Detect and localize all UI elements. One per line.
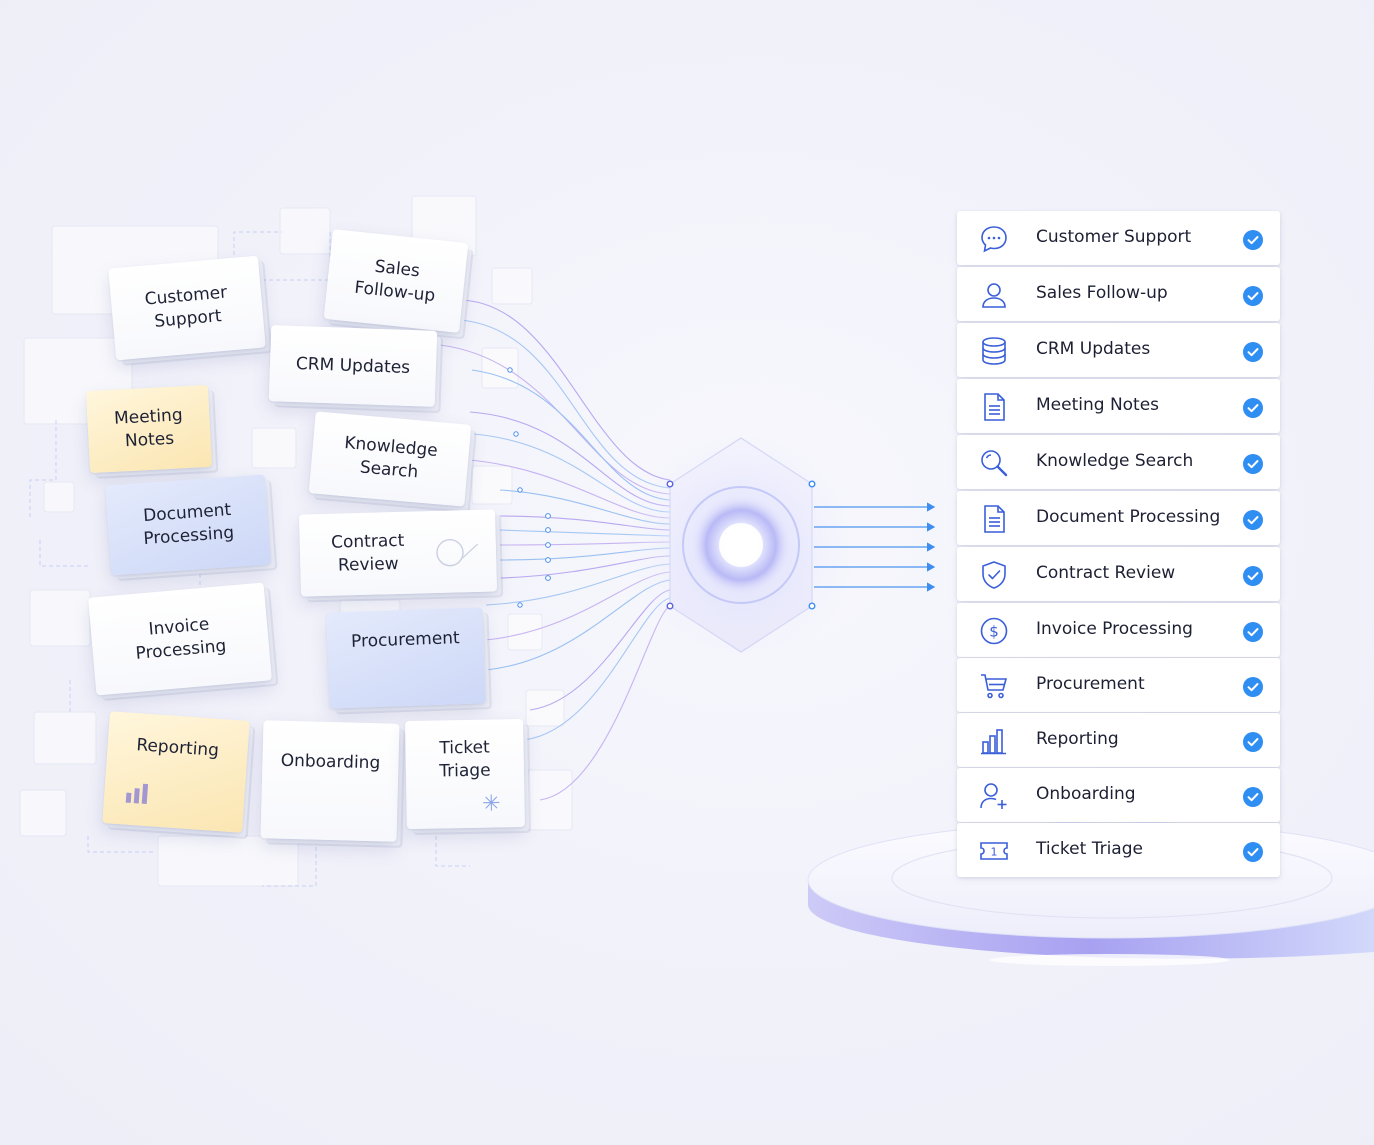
- input-card-label: Meeting Notes: [113, 405, 184, 452]
- list-item-label: Invoice Processing: [1036, 619, 1193, 639]
- bar-chart-decoration-icon: [125, 783, 149, 805]
- input-card-label: Document Processing: [142, 499, 235, 550]
- input-card-label: Ticket Triage: [439, 737, 491, 782]
- bar-chart-icon: [981, 729, 1006, 755]
- check-circle-icon: [1243, 510, 1263, 530]
- input-card-label: Customer Support: [143, 282, 228, 332]
- list-item-label: Meeting Notes: [1036, 395, 1160, 415]
- database-icon: [982, 337, 1006, 365]
- person-icon: [982, 283, 1006, 308]
- input-card-crm-updates: CRM Updates: [268, 325, 438, 407]
- input-card-contract-review: Contract Review: [298, 509, 498, 597]
- input-card-document-processing: Document Processing: [105, 474, 271, 576]
- list-item-procurement[interactable]: Procurement: [957, 658, 1280, 712]
- check-circle-icon: [1243, 454, 1263, 474]
- add-user-icon: [980, 783, 1007, 809]
- list-item-document-processing[interactable]: Document Processing: [957, 491, 1280, 545]
- sparkle-icon: ✳: [481, 791, 501, 817]
- input-card-reporting: Reporting: [102, 711, 250, 833]
- check-circle-icon: [1243, 286, 1263, 306]
- list-item-onboarding[interactable]: Onboarding: [957, 768, 1280, 822]
- check-circle-icon: [1243, 230, 1263, 250]
- input-card-label: Knowledge Search: [343, 433, 439, 483]
- check-circle-icon: [1243, 398, 1263, 418]
- list-item-label: Knowledge Search: [1036, 451, 1194, 471]
- dollar-circle-icon: $: [980, 617, 1008, 645]
- list-item-ticket-triage[interactable]: 1 Ticket Triage: [957, 823, 1280, 877]
- list-item-label: Procurement: [1036, 674, 1145, 694]
- list-item-customer-support[interactable]: Customer Support: [957, 211, 1280, 265]
- list-item-label: Reporting: [1036, 729, 1119, 749]
- magnifier-icon: [981, 450, 1008, 477]
- list-item-label: Customer Support: [1036, 227, 1192, 247]
- input-card-invoice-processing: Invoice Processing: [88, 582, 272, 696]
- document-icon: [984, 505, 1005, 533]
- list-item-meeting-notes[interactable]: Meeting Notes: [957, 379, 1280, 433]
- list-item-label: Contract Review: [1036, 563, 1176, 583]
- input-card-label: Reporting: [135, 734, 220, 761]
- svg-text:$: $: [989, 623, 999, 641]
- check-circle-icon: [1243, 732, 1263, 752]
- shield-check-icon: [982, 561, 1006, 589]
- processing-core: [621, 425, 861, 665]
- list-item-label: Onboarding: [1036, 784, 1136, 804]
- input-card-label: Invoice Processing: [134, 614, 228, 664]
- list-item-sales-follow-up[interactable]: Sales Follow-up: [957, 267, 1280, 321]
- check-circle-icon: [1243, 677, 1263, 697]
- input-card-sales-follow-up: Sales Follow-up: [323, 229, 469, 333]
- input-card-ticket-triage: Ticket Triage ✳: [405, 718, 525, 830]
- ticket-icon: 1: [980, 842, 1008, 860]
- list-item-label: Document Processing: [1036, 507, 1221, 527]
- input-card-customer-support: Customer Support: [108, 255, 266, 361]
- list-item-label: CRM Updates: [1036, 339, 1151, 359]
- input-card-label: Contract Review: [330, 530, 405, 576]
- output-arrows: [814, 502, 936, 592]
- list-item-knowledge-search[interactable]: Knowledge Search: [957, 435, 1280, 489]
- contract-review-decoration-icon: [436, 538, 479, 567]
- input-card-label: Procurement: [350, 627, 460, 652]
- check-circle-icon: [1243, 842, 1263, 862]
- check-circle-icon: [1243, 342, 1263, 362]
- check-circle-icon: [1243, 787, 1263, 807]
- document-icon: [984, 393, 1005, 421]
- input-card-label: CRM Updates: [295, 353, 411, 378]
- input-card-meeting-notes: Meeting Notes: [85, 384, 213, 474]
- list-item-crm-updates[interactable]: CRM Updates: [957, 323, 1280, 377]
- check-circle-icon: [1243, 566, 1263, 586]
- cart-icon: [981, 674, 1008, 699]
- list-item-invoice-processing[interactable]: $ Invoice Processing: [957, 603, 1280, 657]
- input-card-knowledge-search: Knowledge Search: [308, 411, 472, 507]
- svg-text:1: 1: [991, 846, 998, 859]
- input-card-label: Sales Follow-up: [353, 256, 437, 307]
- list-item-label: Ticket Triage: [1036, 839, 1143, 859]
- input-card-onboarding: Onboarding: [260, 720, 400, 842]
- list-item-label: Sales Follow-up: [1036, 283, 1168, 303]
- input-card-procurement: Procurement: [326, 607, 486, 709]
- input-card-label: Onboarding: [280, 750, 381, 773]
- chat-bubble-icon: [981, 226, 1007, 253]
- list-item-reporting[interactable]: Reporting: [957, 713, 1280, 767]
- check-circle-icon: [1243, 622, 1263, 642]
- flow-line-nodes: [507, 367, 551, 608]
- list-item-contract-review[interactable]: Contract Review: [957, 547, 1280, 601]
